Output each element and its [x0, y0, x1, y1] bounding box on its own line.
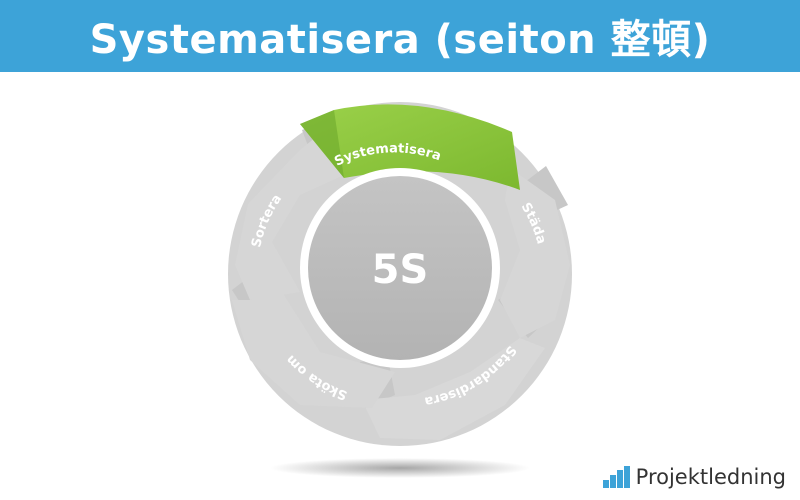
- brand-logo: Projektledning: [602, 465, 786, 489]
- segment-stada: [500, 168, 570, 338]
- hub: [308, 176, 492, 360]
- logo-text: Projektledning: [635, 465, 786, 489]
- floor-shadow: [270, 458, 530, 478]
- segment-standardisera: [362, 338, 545, 440]
- bar-chart-icon: [602, 466, 630, 488]
- center-label: 5S: [372, 247, 429, 293]
- title-banner: Systematisera (seiton 整頓): [0, 0, 800, 72]
- segment-systematisera: [300, 104, 520, 190]
- segment-skota-om: [232, 292, 395, 408]
- segment-sortera: [235, 124, 344, 300]
- page-title: Systematisera (seiton 整頓): [89, 17, 711, 63]
